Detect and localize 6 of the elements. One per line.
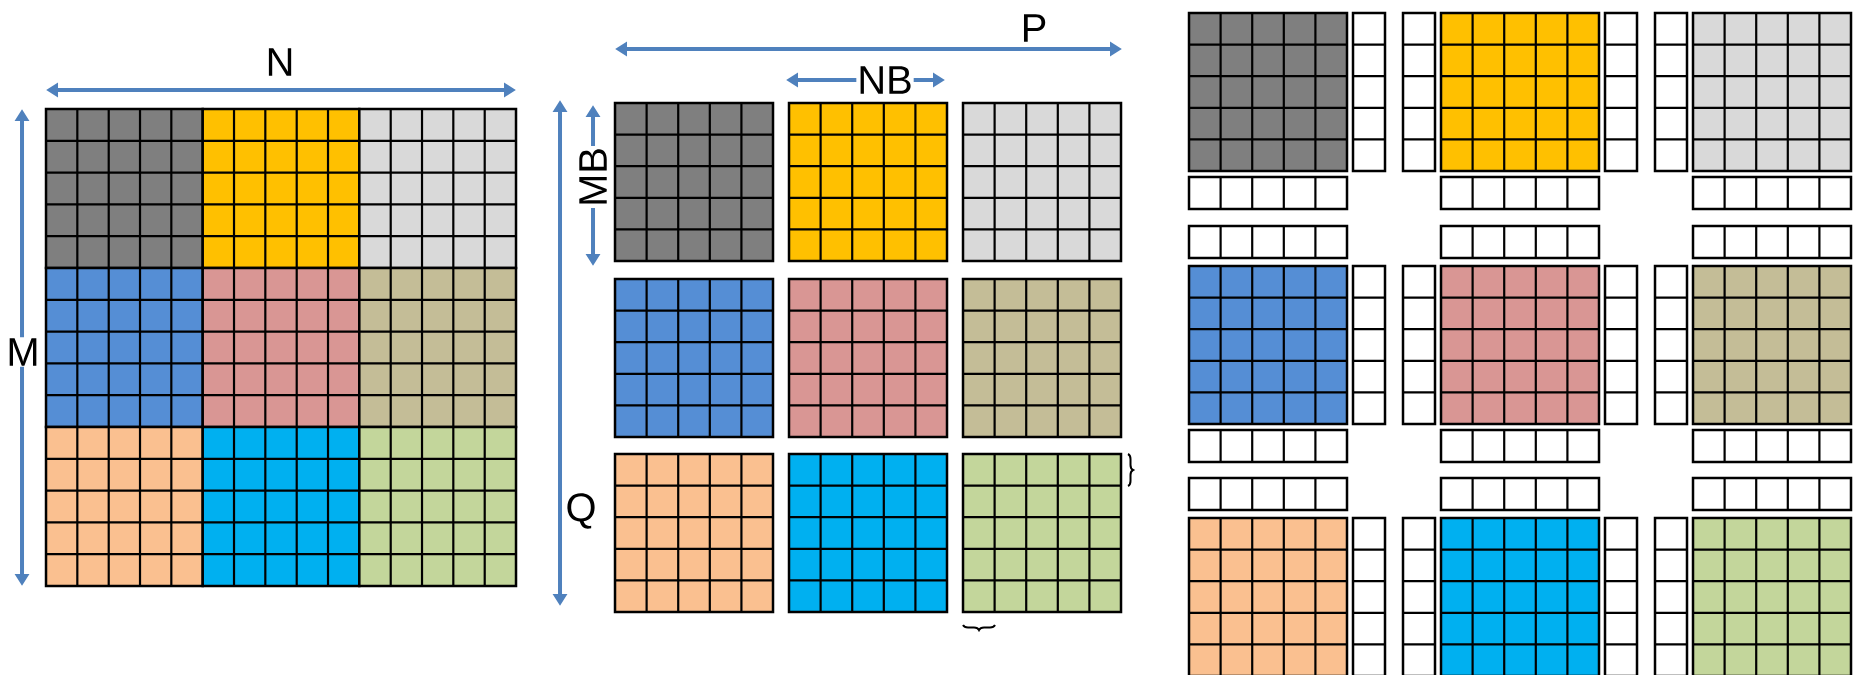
dimension-label: P: [1024, 14, 1046, 42]
dimension-label: N: [268, 48, 292, 76]
dimension-label: Q: [567, 493, 595, 529]
dimension-label: NB: [856, 65, 914, 95]
dimension-label: M: [5, 337, 41, 367]
dimension-label: MB: [578, 146, 608, 208]
